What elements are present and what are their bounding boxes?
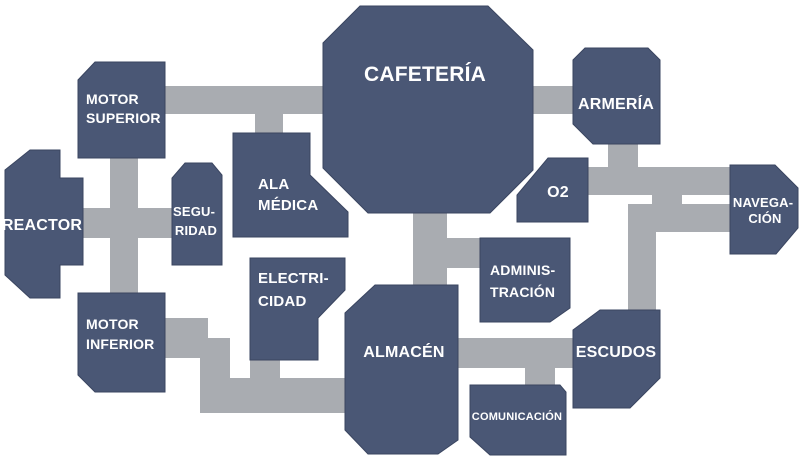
hallway-segment <box>528 86 576 114</box>
room-motor-superior[interactable] <box>77 61 166 159</box>
room-reactor[interactable] <box>4 149 84 299</box>
label-comunicacion: COMUNICACIÓN <box>472 410 562 423</box>
room-seguridad[interactable] <box>171 162 223 266</box>
hallway-segment <box>255 114 283 136</box>
room-o2[interactable] <box>516 157 589 223</box>
rooms <box>4 5 799 456</box>
label-reactor: REACTOR <box>2 217 82 234</box>
label-armeria: ARMERÍA <box>578 94 654 113</box>
room-navegacion[interactable] <box>729 164 799 255</box>
room-electricidad[interactable] <box>249 257 346 361</box>
hallway-segment <box>82 208 172 238</box>
room-comunicacion[interactable] <box>469 384 567 456</box>
label-electricidad: ELECTRI- CIDAD <box>258 270 333 310</box>
hallway-segment <box>525 360 555 388</box>
room-motor-inferior[interactable] <box>77 292 166 393</box>
hallway-segment <box>628 204 656 316</box>
room-cafeteria[interactable] <box>322 5 534 214</box>
room-labels: CAFETERÍA ARMERÍA O2 NAVEGA- CIÓN MOTOR … <box>2 63 797 423</box>
label-cafeteria: CAFETERÍA <box>364 63 486 86</box>
label-navegacion: NAVEGA- CIÓN <box>733 195 797 226</box>
hallway-segment <box>455 338 580 368</box>
label-almacen: ALMACÉN <box>363 342 444 361</box>
label-motor-superior: MOTOR SUPERIOR <box>86 91 161 126</box>
room-escudos[interactable] <box>572 309 661 409</box>
room-almacen[interactable] <box>344 284 459 455</box>
room-administracion[interactable] <box>479 237 571 323</box>
label-escudos: ESCUDOS <box>576 344 657 361</box>
room-armeria[interactable] <box>572 47 661 145</box>
hallway-segment <box>440 238 482 268</box>
label-ala-medica: ALA MÉDICA <box>258 176 318 214</box>
room-ala-medica[interactable] <box>232 132 349 238</box>
label-seguridad: SEGU- RIDAD <box>173 204 219 238</box>
label-administracion: ADMINIS- TRACIÓN <box>490 262 559 300</box>
label-o2: O2 <box>547 184 569 201</box>
label-motor-inferior: MOTOR INFERIOR <box>86 316 155 352</box>
hallway-segment <box>160 86 328 114</box>
